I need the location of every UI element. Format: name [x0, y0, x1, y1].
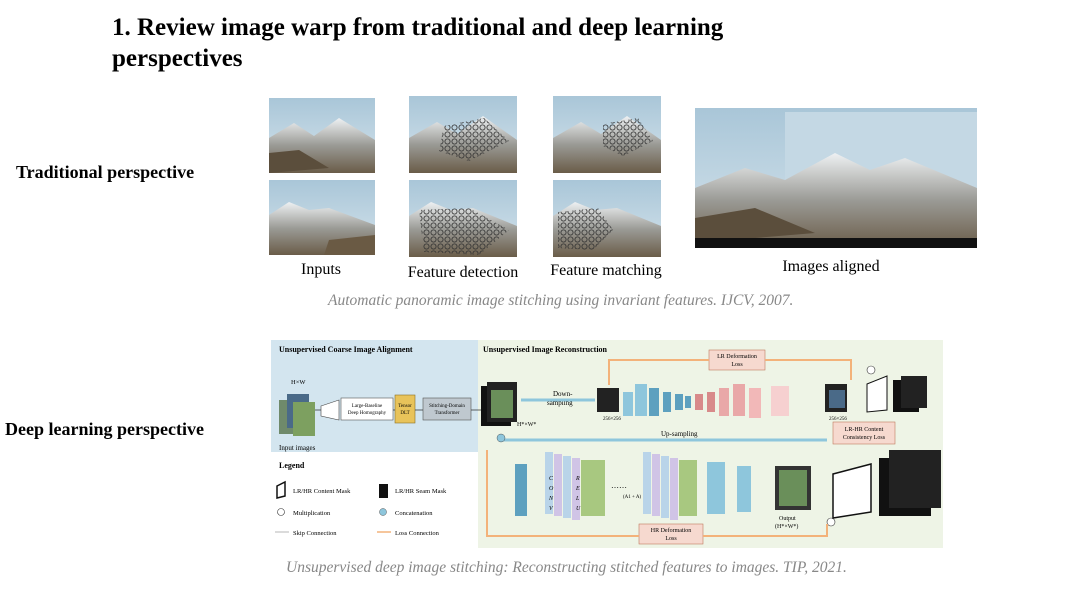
unsupervised-stitching-diagram: Unsupervised Coarse Image Alignment Unsu… [271, 340, 943, 548]
network-layers-icon: Unsupervised Coarse Image Alignment Unsu… [271, 340, 943, 548]
svg-text:……: …… [611, 481, 627, 490]
caption-feature-detection: Feature detection [407, 264, 519, 281]
svg-text:Transformer: Transformer [435, 411, 460, 416]
svg-text:DLT: DLT [400, 411, 409, 416]
svg-text:Skip Connection: Skip Connection [293, 530, 337, 537]
caption-feature-matching: Feature matching [550, 262, 662, 279]
svg-text:Concatenation: Concatenation [395, 510, 433, 517]
caption-images-aligned: Images aligned [782, 258, 880, 275]
svg-text:U: U [576, 506, 581, 512]
svg-text:LR/HR Content Mask: LR/HR Content Mask [293, 488, 351, 495]
feature-detection-image-1 [409, 96, 517, 173]
traditional-label: Traditional perspective [16, 162, 195, 182]
svg-text:Stitching-Domain: Stitching-Domain [429, 404, 465, 409]
feature-points-icon [409, 180, 517, 257]
svg-text:Multiplication: Multiplication [293, 510, 331, 517]
caption-inputs: Inputs [301, 261, 341, 278]
svg-text:Loss: Loss [665, 536, 677, 542]
svg-text:Down-: Down- [553, 390, 573, 398]
svg-text:LR-HR Content: LR-HR Content [845, 427, 884, 433]
traditional-citation: Automatic panoramic image stitching usin… [328, 292, 794, 309]
feature-points-icon [409, 96, 517, 173]
svg-text:(H*×W*): (H*×W*) [775, 523, 798, 530]
svg-text:Legend: Legend [279, 461, 305, 470]
hw-label: H×W [291, 379, 306, 386]
svg-text:O: O [549, 486, 554, 492]
svg-text:LR/HR Seam Mask: LR/HR Seam Mask [395, 488, 447, 495]
svg-text:Up-sampling: Up-sampling [661, 430, 698, 438]
feature-matching-image-1 [553, 96, 661, 173]
svg-text:R: R [575, 476, 580, 482]
svg-text:V: V [549, 506, 554, 512]
svg-text:Loss: Loss [731, 362, 743, 368]
input-image-2 [269, 180, 375, 255]
aligned-panorama [695, 108, 977, 248]
mountain-photo-icon [269, 180, 375, 255]
svg-text:H*×W*: H*×W* [517, 422, 536, 428]
alignment-title: Unsupervised Coarse Image Alignment [279, 345, 413, 354]
svg-text:Loss Connection: Loss Connection [395, 530, 440, 537]
stitched-panorama-icon [695, 108, 977, 248]
svg-text:LR Deformation: LR Deformation [717, 353, 757, 360]
svg-text:256×256: 256×256 [829, 417, 847, 422]
deep-citation: Unsupervised deep image stitching: Recon… [286, 559, 847, 576]
reconstruction-title: Unsupervised Image Reconstruction [483, 345, 608, 354]
mountain-photo-icon [269, 98, 375, 173]
svg-text:sampling: sampling [547, 399, 573, 407]
deep-learning-label: Deep learning perspective [5, 419, 204, 439]
svg-text:(A1 + A): (A1 + A) [623, 495, 641, 500]
svg-text:Tensor: Tensor [398, 404, 412, 409]
svg-text:256×256: 256×256 [603, 417, 621, 422]
feature-matching-image-2 [553, 180, 661, 257]
input-images-label: Input images [279, 444, 316, 452]
svg-text:Large-Baseline: Large-Baseline [352, 404, 383, 409]
svg-text:C: C [549, 476, 554, 482]
svg-text:Output: Output [779, 516, 796, 522]
svg-text:Deep Homography: Deep Homography [348, 411, 387, 416]
svg-text:N: N [548, 496, 554, 502]
svg-text:Consistency Loss: Consistency Loss [843, 435, 886, 441]
svg-text:HR Deformation: HR Deformation [651, 527, 692, 534]
svg-text:L: L [575, 496, 580, 502]
feature-points-icon [553, 96, 661, 173]
feature-detection-image-2 [409, 180, 517, 257]
svg-text:E: E [575, 486, 580, 492]
page-title: 1. Review image warp from traditional an… [112, 14, 724, 72]
input-image-1 [269, 98, 375, 173]
feature-points-icon [553, 180, 661, 257]
